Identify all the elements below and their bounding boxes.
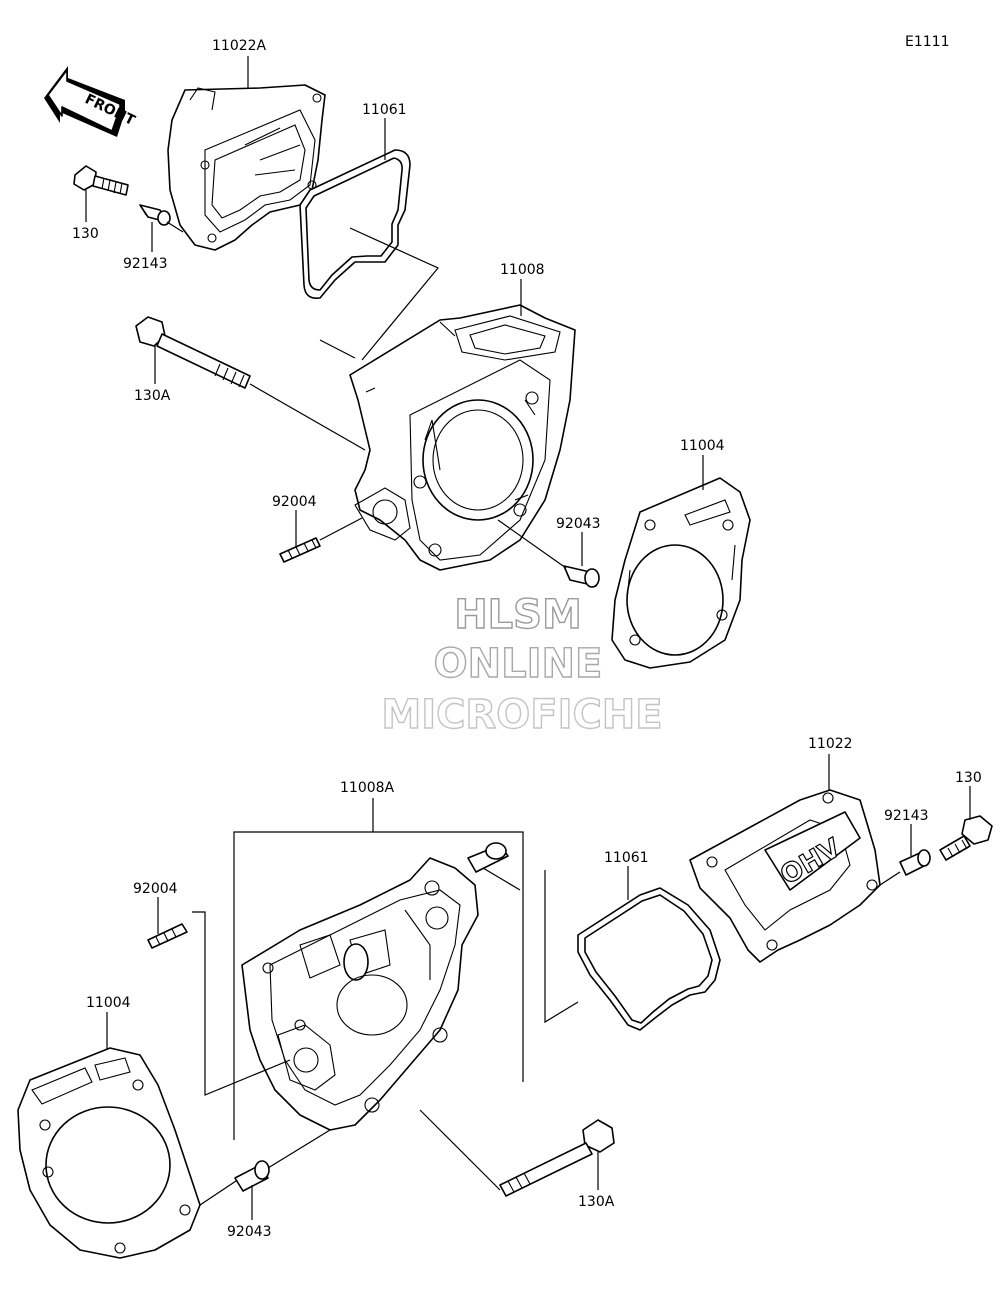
callout-11061-upper: 11061 <box>362 102 407 118</box>
callout-92004-upper: 92004 <box>272 494 317 510</box>
callout-130-lower: 130 <box>955 770 982 786</box>
callout-11008a: 11008A <box>340 780 395 796</box>
lower-cover-dowel <box>899 849 931 876</box>
upper-head-cover <box>167 84 326 251</box>
callout-92043-lower: 92043 <box>227 1224 272 1240</box>
callout-92004-lower: 92004 <box>133 881 178 897</box>
callout-11004-upper: 11004 <box>680 438 725 454</box>
upper-cover-bolt <box>73 165 129 196</box>
upper-head-gasket <box>611 477 751 669</box>
upper-cylinder-head <box>349 304 576 571</box>
watermark-line-2: ONLINE <box>434 641 603 687</box>
callout-11008: 11008 <box>500 262 545 278</box>
callout-11022: 11022 <box>808 736 853 752</box>
lower-cover-gasket <box>577 887 721 1031</box>
callout-92143-upper: 92143 <box>123 256 168 272</box>
lower-head-gasket <box>17 1047 201 1259</box>
lower-head-bolt <box>499 1119 615 1197</box>
callout-11022a: 11022A <box>212 38 267 54</box>
upper-cover-dowel <box>139 204 171 226</box>
lower-cylinder-head <box>241 857 479 1131</box>
lower-cover-bolt <box>939 815 993 861</box>
lower-head-cover: OHV <box>689 789 881 963</box>
watermark-line-1: HLSM <box>454 592 582 638</box>
upper-stud <box>279 537 321 563</box>
callout-11061-lower: 11061 <box>604 850 649 866</box>
callout-130a-upper: 130A <box>134 388 171 404</box>
upper-head-dowel <box>563 565 600 588</box>
watermark-line-3: MICROFICHE <box>381 692 662 738</box>
diagram-code: E1111 <box>905 34 949 50</box>
lower-head-plug <box>467 842 509 873</box>
lower-stud <box>147 923 188 949</box>
lower-head-dowel <box>234 1160 270 1192</box>
callout-92143-lower: 92143 <box>884 808 929 824</box>
callout-130a-lower: 130A <box>578 1194 615 1210</box>
callout-11004-lower: 11004 <box>86 995 131 1011</box>
watermark: HLSM ONLINE MICROFICHE <box>381 591 664 738</box>
upper-head-bolt <box>135 316 251 389</box>
upper-cover-gasket <box>299 149 411 300</box>
callout-130-upper: 130 <box>72 226 99 242</box>
callout-92043-upper: 92043 <box>556 516 601 532</box>
front-arrow-icon: FRONT <box>44 66 138 137</box>
